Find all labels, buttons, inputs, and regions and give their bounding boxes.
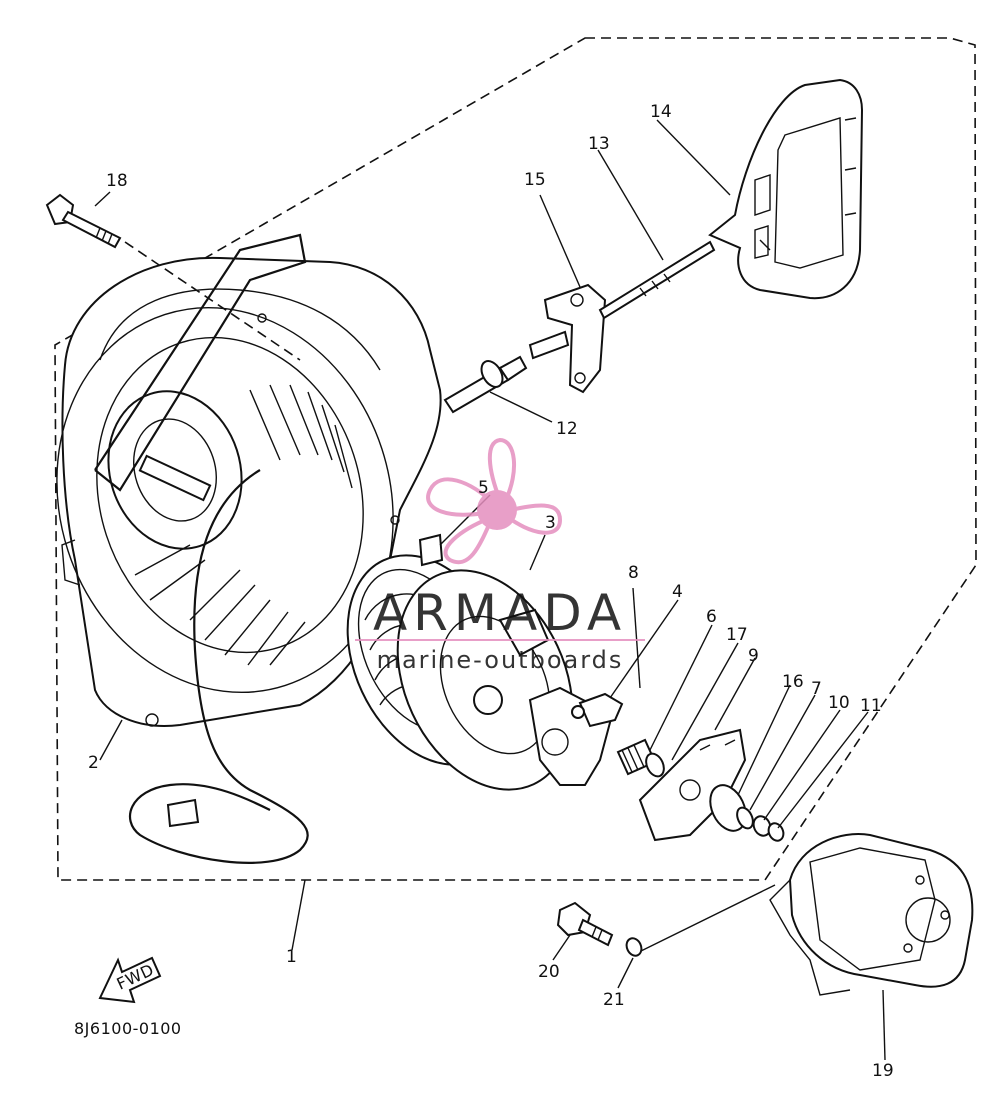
callout-9: 9 (748, 646, 759, 666)
callout-3: 3 (545, 513, 556, 533)
rope-pulley-3 (346, 554, 574, 791)
callout-8: 8 (628, 563, 639, 583)
drawing-number: 8J6100-0100 (74, 1019, 182, 1038)
cable-clip (166, 798, 200, 828)
watermark-subtitle: marine-outboards (377, 646, 624, 674)
callout-12: 12 (556, 419, 578, 439)
callout-21: 21 (603, 990, 625, 1010)
bracket-15 (528, 283, 607, 394)
callout-labels: 1 2 3 4 5 6 7 8 9 10 11 12 13 14 15 16 1… (88, 102, 894, 1081)
washer-7 (736, 806, 754, 830)
callout-6: 6 (706, 607, 717, 627)
callout-4: 4 (672, 582, 683, 602)
callout-19: 19 (872, 1061, 894, 1081)
washer-16 (709, 784, 747, 832)
recoil-starter-housing (56, 233, 442, 727)
leader-lines (94, 119, 886, 1061)
shaft-12 (443, 355, 528, 414)
bolt-18-leader (124, 241, 301, 361)
callout-14: 14 (650, 102, 672, 122)
handle-14 (708, 78, 864, 300)
washer-21-leader (640, 884, 776, 952)
spring-5 (418, 533, 444, 567)
callout-2: 2 (88, 753, 99, 773)
drive-plate-9 (638, 728, 747, 842)
callout-20: 20 (538, 962, 560, 982)
starter-cable (129, 469, 309, 864)
nut-11 (767, 822, 785, 842)
callout-11: 11 (860, 696, 882, 716)
assembly-boundary (54, 37, 977, 881)
center-bolt-6 (616, 738, 665, 778)
bolt-18 (45, 193, 122, 249)
callout-17: 17 (726, 625, 748, 645)
propeller-logo-icon (426, 437, 563, 565)
callout-15: 15 (524, 170, 546, 190)
fwd-arrow-icon: FWD (98, 956, 162, 1004)
washer-21 (625, 937, 643, 957)
callout-13: 13 (588, 134, 610, 154)
callout-1: 1 (286, 947, 297, 967)
callout-7: 7 (811, 679, 822, 699)
rod-13 (598, 240, 716, 320)
callout-18: 18 (106, 171, 128, 191)
ratchet-pawl (528, 686, 624, 786)
armada-watermark: ARMADA marine-outboards (355, 437, 645, 674)
starter-cover-19 (769, 833, 974, 996)
callout-5: 5 (478, 478, 489, 498)
callout-16: 16 (782, 672, 804, 692)
watermark-title: ARMADA (373, 584, 627, 642)
nut-10 (752, 815, 772, 837)
bolt-20 (556, 901, 614, 947)
callout-10: 10 (828, 693, 850, 713)
